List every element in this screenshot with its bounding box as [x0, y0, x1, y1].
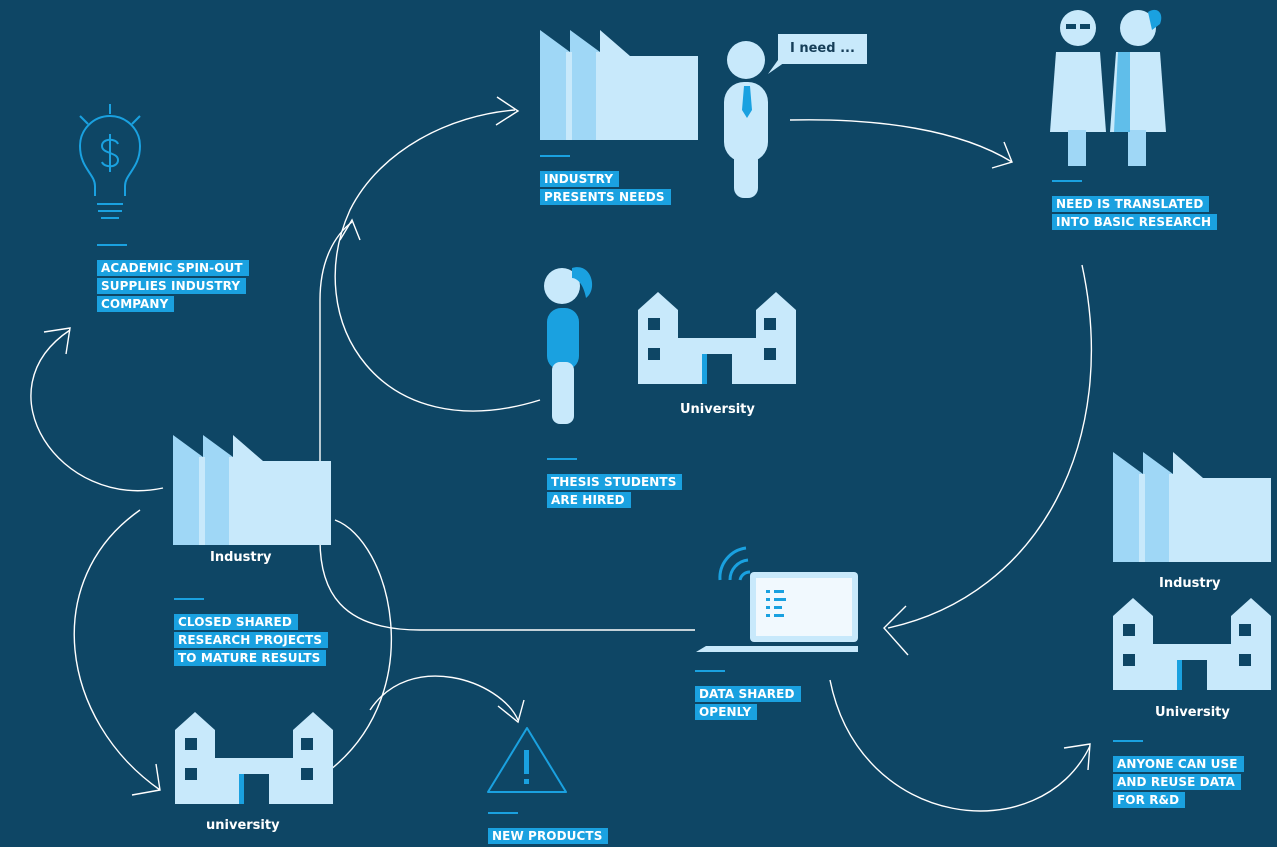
label-line: DATA SHARED — [695, 686, 801, 702]
label-line: SUPPLIES INDUSTRY — [97, 278, 247, 294]
label-line: NEW PRODUCTS — [488, 828, 609, 844]
factory-icon — [540, 30, 698, 140]
arrow-research-to-data — [887, 264, 1093, 629]
label-thesis-students: THESIS STUDENTS ARE HIRED — [547, 458, 683, 510]
arrow-center-to-industry — [334, 109, 541, 412]
university-icon — [638, 292, 796, 384]
label-line: FOR R&D — [1113, 792, 1186, 808]
label-dash — [540, 155, 570, 157]
label-need-translated: NEED IS TRANSLATED INTO BASIC RESEARCH — [1052, 180, 1218, 232]
label-line: COMPANY — [97, 296, 175, 312]
label-line: INTO BASIC RESEARCH — [1052, 214, 1218, 230]
university-icon — [175, 712, 333, 804]
label-academic-spin-out: ACADEMIC SPIN-OUT SUPPLIES INDUSTRY COMP… — [97, 244, 249, 314]
label-line: THESIS STUDENTS — [547, 474, 683, 490]
label-line: ACADEMIC SPIN-OUT — [97, 260, 249, 276]
speech-text: I need ... — [790, 41, 855, 56]
warning-icon — [487, 727, 567, 793]
label-new-products: NEW PRODUCTS — [488, 812, 609, 846]
arrow-industry-to-spinout — [30, 329, 164, 492]
arrow-industry-to-research — [789, 119, 1013, 163]
label-industry-presents-needs: INDUSTRY PRESENTS NEEDS — [540, 155, 671, 207]
researchers-icon — [1050, 9, 1166, 166]
arrow-university-to-industry — [329, 519, 392, 771]
label-line: RESEARCH PROJECTS — [174, 632, 329, 648]
businessman-icon — [724, 41, 768, 198]
label-line: AND REUSE DATA — [1113, 774, 1241, 790]
speech-bubble: I need ... — [778, 34, 867, 64]
label-dash — [174, 598, 204, 600]
label-line: INDUSTRY — [540, 171, 620, 187]
label-dash — [547, 458, 577, 460]
university-icon — [1113, 598, 1271, 690]
arrow-industry-to-university — [73, 509, 161, 791]
speech-bubble-tail — [768, 60, 788, 74]
label-line: CLOSED SHARED — [174, 614, 298, 630]
caption-university-left: university — [206, 818, 280, 833]
arrow-to-new-products — [369, 675, 519, 721]
arrow-data-to-research-loop — [319, 221, 695, 631]
student-icon — [544, 267, 593, 424]
label-line: NEED IS TRANSLATED — [1052, 196, 1210, 212]
caption-university-right: University — [1155, 705, 1230, 720]
label-line: PRESENTS NEEDS — [540, 189, 671, 205]
lightbulb-dollar-icon — [78, 104, 142, 219]
label-dash — [1052, 180, 1082, 182]
connector-arrows — [30, 96, 1093, 812]
label-line: OPENLY — [695, 704, 758, 720]
label-dash — [488, 812, 518, 814]
laptop-wifi-icon — [696, 546, 858, 652]
label-line: TO MATURE RESULTS — [174, 650, 327, 666]
label-data-shared: DATA SHARED OPENLY — [695, 670, 801, 722]
caption-university-center: University — [680, 402, 755, 417]
factory-icon — [1113, 452, 1271, 562]
label-dash — [695, 670, 725, 672]
label-dash — [1113, 740, 1143, 742]
label-closed-shared: CLOSED SHARED RESEARCH PROJECTS TO MATUR… — [174, 598, 329, 668]
label-anyone-can-use: ANYONE CAN USE AND REUSE DATA FOR R&D — [1113, 740, 1244, 810]
caption-industry-left: Industry — [210, 550, 272, 565]
label-dash — [97, 244, 127, 246]
label-line: ANYONE CAN USE — [1113, 756, 1244, 772]
label-line: ARE HIRED — [547, 492, 631, 508]
caption-industry-right: Industry — [1159, 576, 1221, 591]
arrow-data-to-anyone — [829, 679, 1091, 812]
factory-icon — [173, 435, 331, 545]
